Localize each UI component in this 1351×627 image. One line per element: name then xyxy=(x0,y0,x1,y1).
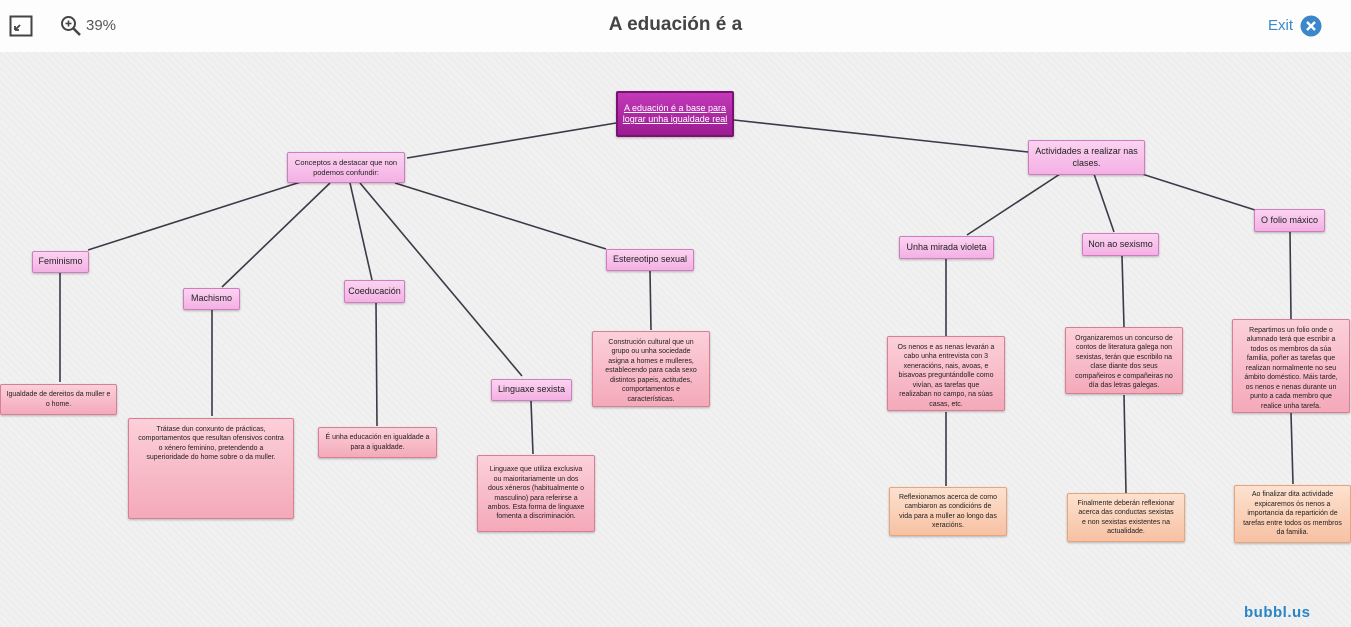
leaf-folio-maxico-2[interactable]: Ao finalizar dita actividade expicaremos… xyxy=(1234,485,1351,543)
leaf-linguaxe[interactable]: Linguaxe que utiliza exclusiva ou maiori… xyxy=(477,455,595,532)
leaf-folio-maxico[interactable]: Repartimos un folio onde o alumnado terá… xyxy=(1232,319,1350,413)
connector-lines xyxy=(59,119,1294,494)
leaf-estereotipo[interactable]: Construción cultural que un grupo ou unh… xyxy=(592,331,710,407)
node-coeducacion[interactable]: Coeducación xyxy=(344,280,405,303)
fit-to-screen-icon[interactable] xyxy=(9,15,33,37)
leaf-mirada-violeta[interactable]: Os nenos e as nenas levarán a cabo unha … xyxy=(887,336,1005,411)
page-title: A eduación é a xyxy=(608,14,743,35)
node-conceptos[interactable]: Conceptos a destacar que non podemos con… xyxy=(287,152,405,183)
leaf-non-ao-sexismo-2[interactable]: Finalmente deberán reflexionar acerca da… xyxy=(1067,493,1185,542)
zoom-in-icon[interactable] xyxy=(60,15,82,37)
exit-button[interactable]: Exit xyxy=(1268,17,1294,34)
node-folio-maxico[interactable]: O folio máxico xyxy=(1254,209,1325,232)
node-feminismo[interactable]: Feminismo xyxy=(32,251,89,273)
leaf-non-ao-sexismo[interactable]: Organizaremos un concurso de contos de l… xyxy=(1065,327,1183,394)
bubbl-logo[interactable]: bubbl.us xyxy=(1244,604,1311,621)
zoom-level: 39% xyxy=(86,17,117,34)
node-linguaxe[interactable]: Linguaxe sexista xyxy=(491,379,572,401)
mindmap-canvas[interactable]: A eduación é a base para lograr unha igu… xyxy=(0,52,1351,627)
leaf-machismo[interactable]: Trátase dun conxunto de prácticas, compo… xyxy=(128,418,294,519)
close-circle-icon[interactable] xyxy=(1300,15,1322,37)
node-estereotipo[interactable]: Estereotipo sexual xyxy=(606,249,694,271)
node-actividades[interactable]: Actividades a realizar nas clases. xyxy=(1028,140,1145,175)
node-machismo[interactable]: Machismo xyxy=(183,288,240,310)
node-non-ao-sexismo[interactable]: Non ao sexismo xyxy=(1082,233,1159,256)
root-node[interactable]: A eduación é a base para lograr unha igu… xyxy=(616,91,734,137)
node-mirada-violeta[interactable]: Unha mirada violeta xyxy=(899,236,994,259)
leaf-mirada-violeta-2[interactable]: Reflexionamos acerca de como cambiaron a… xyxy=(889,487,1007,536)
leaf-coeducacion[interactable]: É unha educación en igualdade a para a i… xyxy=(318,427,437,458)
leaf-feminismo[interactable]: Igualdade de dereitos da muller e o home… xyxy=(0,384,117,415)
toolbar: 39% A eduación é a Exit xyxy=(0,0,1351,52)
